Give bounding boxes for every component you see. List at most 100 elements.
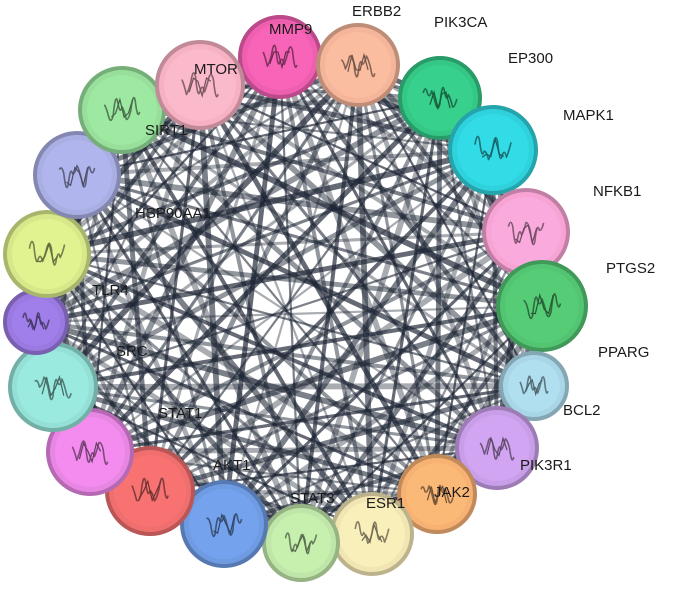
node-jak2 <box>262 504 340 582</box>
node-inner-disc <box>247 24 313 90</box>
node-label-pik3ca: PIK3CA <box>434 14 487 31</box>
interaction-edge <box>45 252 499 450</box>
interaction-edge <box>197 82 440 497</box>
protein-structure-icon <box>34 376 72 401</box>
protein-structure-icon <box>58 164 96 189</box>
interaction-edge <box>33 319 375 537</box>
interaction-edge <box>278 55 374 536</box>
node-inner-disc <box>42 140 112 210</box>
interaction-edge <box>33 229 529 325</box>
interaction-edge <box>119 107 153 494</box>
protein-structure-icon <box>429 90 451 111</box>
interaction-edge <box>120 108 528 234</box>
node-ptgs2 <box>499 351 569 421</box>
node-pparg <box>455 406 539 490</box>
node-label-ptgs2: PTGS2 <box>606 260 655 277</box>
node-inner-disc <box>55 417 125 487</box>
interaction-edge <box>75 173 439 496</box>
node-stat1 <box>8 342 98 432</box>
interaction-edge <box>75 173 544 308</box>
protein-structure-icon <box>525 378 543 397</box>
protein-structure-icon <box>66 166 89 188</box>
interaction-edge <box>88 384 536 454</box>
protein-structure-icon <box>347 52 369 72</box>
protein-structure-icon <box>269 51 291 70</box>
protein-structure-icon <box>515 224 538 245</box>
protein-structure-icon <box>486 436 508 457</box>
node-pik3r1 <box>330 492 414 576</box>
node-src <box>3 289 69 355</box>
node-ep300 <box>448 105 538 195</box>
interaction-edge <box>119 107 500 451</box>
node-inner-disc <box>164 49 236 121</box>
interaction-edge <box>45 252 536 388</box>
node-sirt1 <box>78 66 166 154</box>
node-nfkb1 <box>496 260 588 352</box>
interaction-edge <box>34 148 495 324</box>
interaction-edge <box>120 108 374 536</box>
interaction-edge <box>51 230 528 389</box>
node-inner-disc <box>464 415 530 481</box>
node-label-sirt1: SIRT1 <box>145 122 187 139</box>
protein-structure-icon <box>420 484 454 506</box>
interaction-edge <box>74 172 537 389</box>
interaction-edge <box>197 82 537 389</box>
interaction-edge <box>44 251 304 546</box>
protein-structure-icon <box>111 97 134 119</box>
protein-structure-icon <box>479 437 515 461</box>
protein-structure-icon <box>28 240 66 266</box>
interaction-edge <box>50 384 440 497</box>
interaction-edge <box>198 83 303 545</box>
interaction-edge <box>148 83 202 493</box>
node-label-pik3r1: PIK3R1 <box>520 457 572 474</box>
node-inner-disc <box>505 269 579 343</box>
interaction-edge <box>75 96 442 177</box>
interaction-edge <box>74 172 227 527</box>
protein-structure-icon <box>213 512 236 535</box>
interaction-edge <box>75 173 303 545</box>
interaction-edge <box>147 229 529 494</box>
node-label-pparg: PPARG <box>598 344 649 361</box>
node-akt1 <box>46 408 134 496</box>
interaction-edge <box>197 82 227 527</box>
interaction-edge <box>198 83 544 308</box>
interaction-edge <box>355 62 375 537</box>
node-tlr4 <box>3 210 91 298</box>
interaction-edge <box>33 319 500 451</box>
node-erbb2 <box>316 23 400 107</box>
node-inner-disc <box>17 351 89 423</box>
node-label-esr1: ESR1 <box>366 495 405 512</box>
protein-structure-icon <box>71 440 109 466</box>
node-mapk1 <box>482 188 570 276</box>
network-nodes <box>3 15 588 582</box>
node-inner-disc <box>271 513 331 573</box>
node-inner-disc <box>491 197 561 267</box>
protein-structure-icon <box>284 532 318 555</box>
protein-structure-icon <box>361 522 383 544</box>
protein-structure-icon <box>41 375 65 398</box>
interaction-edge <box>87 303 545 455</box>
node-label-mapk1: MAPK1 <box>563 107 614 124</box>
protein-structure-icon <box>507 221 545 246</box>
protein-structure-icon <box>188 76 212 98</box>
interaction-edge <box>148 304 544 493</box>
node-label-akt1: AKT1 <box>213 457 251 474</box>
interaction-edge <box>147 383 537 494</box>
node-bcl2 <box>397 454 477 534</box>
interaction-edge <box>51 304 544 389</box>
node-label-hsp90aa1: HSP90AA1 <box>135 205 211 222</box>
protein-structure-icon <box>426 485 448 506</box>
interaction-edge <box>74 172 375 537</box>
interaction-edge <box>355 62 500 451</box>
interaction-edge <box>198 83 499 450</box>
interaction-edge <box>198 83 528 234</box>
node-label-stat3: STAT3 <box>290 490 334 507</box>
node-hsp90aa1 <box>33 131 121 219</box>
protein-structure-icon <box>340 55 376 78</box>
interaction-edge <box>120 108 226 526</box>
node-label-erbb2: ERBB2 <box>352 3 401 20</box>
interaction-edge <box>34 320 439 496</box>
interaction-edge <box>51 83 202 389</box>
interaction-edge <box>87 95 443 455</box>
